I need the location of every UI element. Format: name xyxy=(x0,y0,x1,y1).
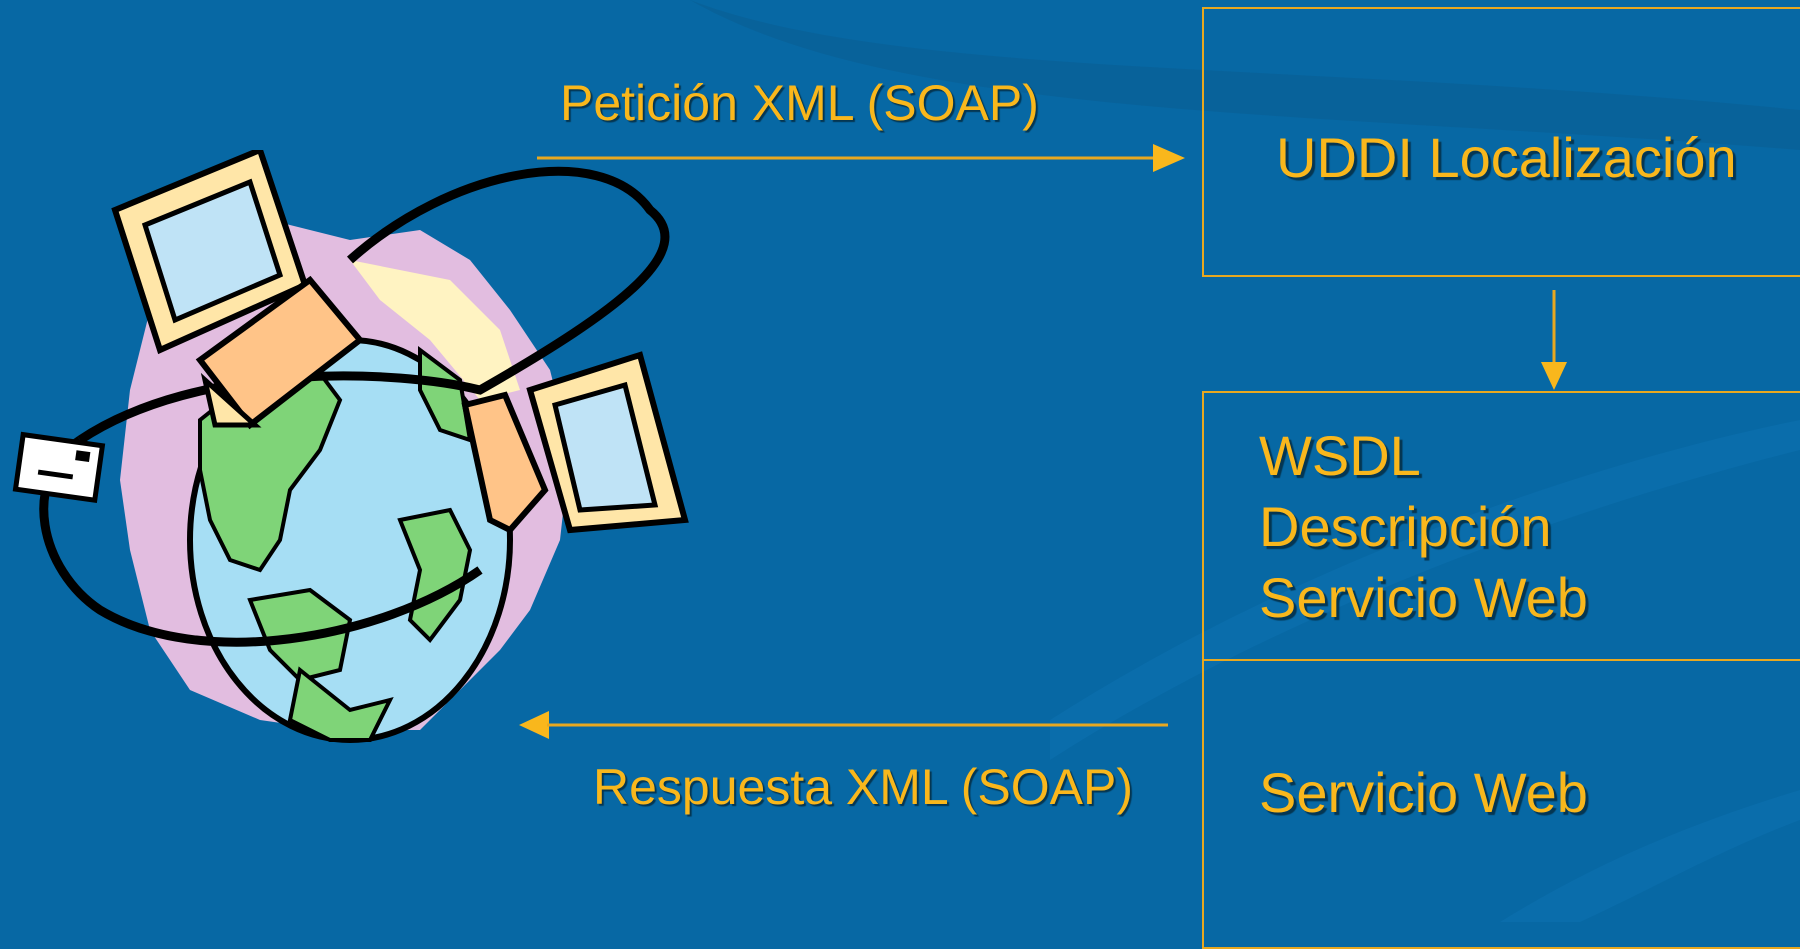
wsdl-label: WSDL Descripción Servicio Web xyxy=(1259,420,1588,633)
web-service-label: Servicio Web xyxy=(1259,761,1588,824)
lookup-down-arrow xyxy=(1541,290,1567,390)
wsdl-description: Descripción xyxy=(1259,495,1552,559)
request-label: Petición XML (SOAP) xyxy=(560,75,1039,131)
globe-network-computers-icon xyxy=(12,150,689,743)
uddi-label: UDDI Localización xyxy=(1276,126,1737,189)
uddi-box xyxy=(1202,7,1800,277)
wsdl-service: Servicio Web xyxy=(1259,566,1588,630)
background-swooshes xyxy=(0,0,1800,922)
request-arrow xyxy=(537,144,1185,172)
wsdl-title: WSDL xyxy=(1259,424,1421,487)
response-arrow xyxy=(519,711,1168,739)
response-label: Respuesta XML (SOAP) xyxy=(593,759,1134,815)
